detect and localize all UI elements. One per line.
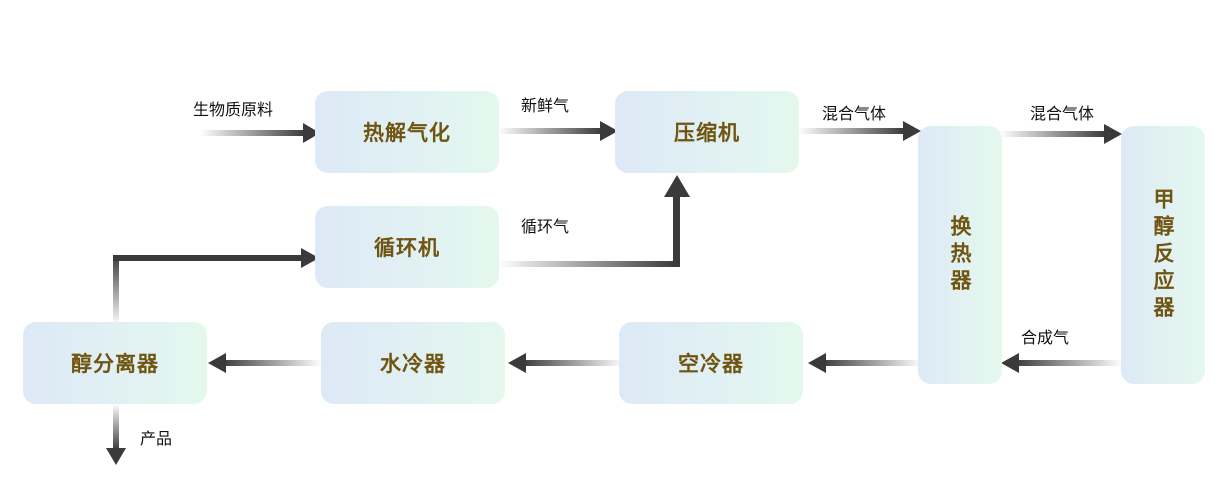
arrow-compressor-to-exchanger [798,121,921,141]
label-mixed-gas-exchanger: 混合气体 [1030,104,1095,123]
arrow-exchanger-to-air-cooler [808,353,922,373]
node-water-cooler-label: 水冷器 [380,352,446,376]
label-recycle-gas: 循环气 [521,217,570,236]
label-feedstock: 生物质原料 [193,100,274,119]
arrow-feedstock-to-pyrolysis [200,123,320,143]
arrow-product [106,404,126,465]
node-heat-exchanger-label: 换热器 [948,214,972,296]
node-water-cooler: 水冷器 [321,322,505,404]
node-recycler: 循环机 [315,206,499,288]
node-methanol-reactor: 甲醇反应器 [1121,126,1205,384]
node-pyrolysis-label: 热解气化 [363,121,451,145]
node-methanol-reactor-label: 甲醇反应器 [1151,187,1175,323]
arrow-exchanger-to-reactor [1000,124,1122,144]
arrow-separator-to-recycler [113,248,319,322]
label-mixed-gas-compressor: 混合气体 [822,104,887,123]
arrow-recycle-gas [498,175,690,267]
node-heat-exchanger: 换热器 [918,126,1002,384]
node-pyrolysis-gasification: 热解气化 [315,91,499,173]
node-alcohol-separator-label: 醇分离器 [71,352,159,376]
arrow-water-cooler-to-separator [208,353,322,373]
node-compressor: 压缩机 [615,91,799,173]
arrow-air-cooler-to-water-cooler [508,353,624,373]
node-recycler-label: 循环机 [374,236,440,260]
node-compressor-label: 压缩机 [674,121,740,145]
label-product: 产品 [140,429,173,448]
node-air-cooler-label: 空冷器 [678,352,744,376]
node-air-cooler: 空冷器 [619,322,803,404]
arrow-fresh-gas [498,121,618,141]
node-alcohol-separator: 醇分离器 [23,322,207,404]
arrow-reactor-to-exchanger [1001,353,1122,373]
label-syngas: 合成气 [1021,328,1070,347]
label-fresh-gas: 新鲜气 [521,96,570,115]
